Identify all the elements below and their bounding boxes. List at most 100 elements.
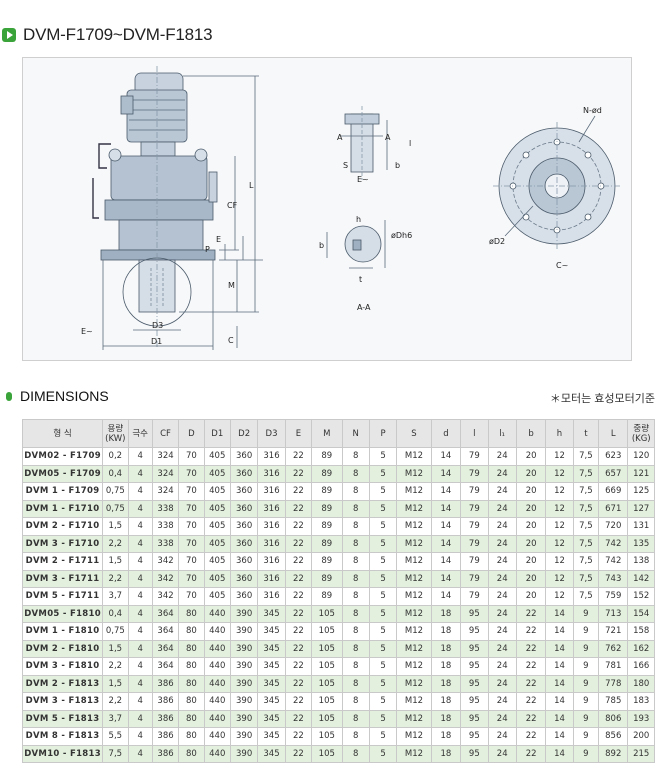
drawing-svg: L CF E P M C D3 D1 E~ A A S l: [81, 66, 621, 350]
table-cell: 80: [178, 657, 205, 676]
table-cell: 142: [627, 569, 655, 588]
table-cell: 80: [178, 709, 205, 728]
table-cell: 9: [572, 639, 600, 658]
table-cell: 105: [311, 674, 343, 693]
table-cell: 95: [460, 639, 489, 658]
table-cell: 4: [127, 709, 153, 728]
table-cell: 20: [515, 464, 547, 483]
model-cell: DVM 1 - F1710: [21, 499, 104, 518]
table-cell: 14: [545, 622, 574, 641]
dim-label-D1: D1: [151, 337, 162, 346]
table-cell: 405: [203, 587, 231, 606]
table-cell: M12: [396, 604, 432, 623]
table-cell: 8: [341, 639, 370, 658]
dim-label-L: L: [249, 181, 254, 190]
table-cell: 22: [284, 587, 313, 606]
table-cell: 14: [545, 657, 574, 676]
table-cell: 121: [627, 464, 655, 483]
column-header: 용량(KW): [102, 419, 129, 448]
table-cell: 22: [515, 674, 547, 693]
model-cell: DVM 5 - F1711: [21, 587, 104, 606]
table-cell: 360: [229, 569, 259, 588]
table-cell: 9: [572, 622, 600, 641]
column-header: 형 식: [21, 419, 104, 448]
flange-labels: N-ød øD2 C~: [489, 106, 602, 270]
model-cell: DVM02 - F1709: [21, 447, 104, 466]
table-cell: 338: [151, 534, 180, 553]
table-cell: 79: [460, 552, 489, 571]
table-cell: 657: [598, 464, 629, 483]
column-header: D2: [229, 419, 259, 448]
dimensions-heading: DIMENSIONS: [6, 388, 109, 404]
dim-label-E: E: [216, 235, 221, 244]
table-cell: 80: [178, 674, 205, 693]
table-cell: 12: [545, 517, 574, 536]
table-cell: 14: [545, 744, 574, 763]
gearmotor-side-view: [92, 66, 218, 348]
table-cell: 364: [151, 604, 180, 623]
table-cell: 4: [127, 657, 153, 676]
column-header: l₁: [487, 419, 517, 448]
table-cell: 386: [151, 744, 180, 763]
table-cell: 70: [178, 464, 205, 483]
table-cell: 24: [487, 482, 517, 501]
table-cell: 22: [284, 569, 313, 588]
table-cell: 8: [341, 517, 370, 536]
table-cell: 4: [127, 587, 153, 606]
table-cell: 360: [229, 447, 259, 466]
table-cell: 342: [151, 552, 180, 571]
table-cell: 713: [598, 604, 629, 623]
table-cell: 721: [598, 622, 629, 641]
table-cell: 22: [284, 674, 313, 693]
table-cell: 440: [203, 622, 231, 641]
table-cell: 1,5: [102, 517, 129, 536]
table-cell: 18: [430, 604, 462, 623]
column-header: l: [460, 419, 489, 448]
table-cell: 324: [151, 464, 180, 483]
table-cell: 9: [572, 727, 600, 746]
table-cell: 22: [515, 657, 547, 676]
table-cell: M12: [396, 482, 432, 501]
table-cell: 79: [460, 482, 489, 501]
table-cell: 24: [487, 639, 517, 658]
table-cell: 0,4: [102, 604, 129, 623]
table-cell: M12: [396, 569, 432, 588]
dim-label-A-left: A: [337, 133, 343, 142]
table-cell: 345: [257, 674, 286, 693]
table-cell: 14: [430, 534, 462, 553]
table-cell: 440: [203, 727, 231, 746]
table-cell: 22: [284, 727, 313, 746]
column-header: h: [545, 419, 574, 448]
table-cell: 18: [430, 727, 462, 746]
table-cell: 3,7: [102, 587, 129, 606]
table-cell: 316: [257, 517, 286, 536]
table-cell: 200: [627, 727, 655, 746]
table-cell: 345: [257, 639, 286, 658]
table-cell: 95: [460, 604, 489, 623]
side-dimension-lines: [102, 75, 263, 350]
table-cell: 440: [203, 674, 231, 693]
table-cell: 4: [127, 622, 153, 641]
table-cell: 5: [368, 517, 398, 536]
table-cell: 390: [229, 727, 259, 746]
table-cell: 345: [257, 727, 286, 746]
table-cell: 5: [368, 744, 398, 763]
table-cell: 24: [487, 604, 517, 623]
side-dimension-labels: L CF E P M C D3 D1 E~: [81, 181, 254, 346]
table-cell: 405: [203, 569, 231, 588]
table-cell: 8: [341, 622, 370, 641]
table-cell: 2,2: [102, 692, 129, 711]
dim-label-t: t: [359, 275, 362, 284]
page-title: DVM-F1709~DVM-F1813: [23, 25, 213, 44]
table-cell: 24: [487, 569, 517, 588]
table-cell: 79: [460, 569, 489, 588]
table-cell: 5: [368, 447, 398, 466]
table-cell: 0,2: [102, 447, 129, 466]
table-cell: 18: [430, 692, 462, 711]
table-cell: 386: [151, 709, 180, 728]
